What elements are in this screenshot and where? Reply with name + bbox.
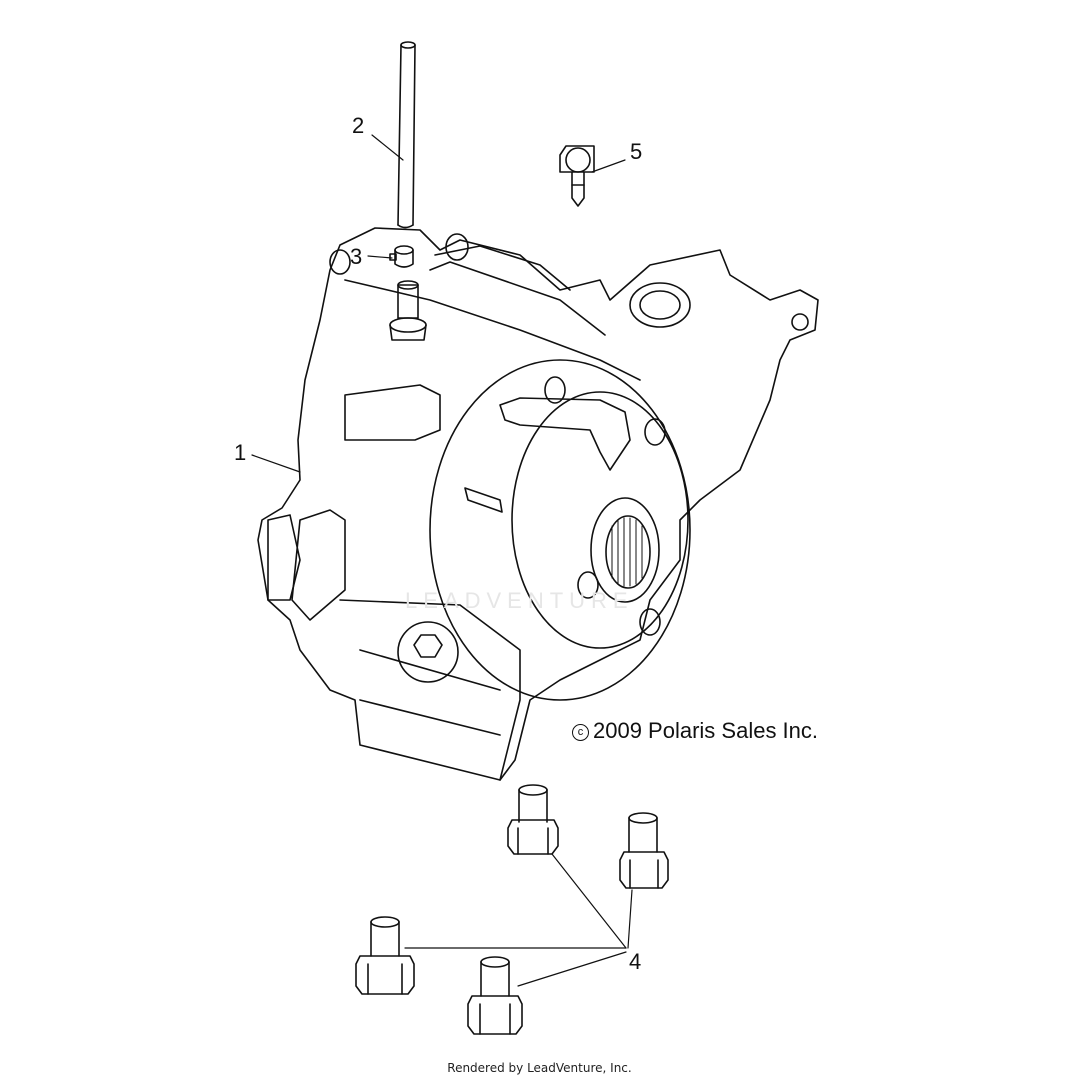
fitting-part-5 <box>559 145 595 207</box>
leader-1 <box>251 454 301 473</box>
footer-credit: Rendered by LeadVenture, Inc. <box>447 1061 632 1075</box>
leader-4a <box>551 853 627 949</box>
copyright-text: 2009 Polaris Sales Inc. <box>593 718 819 743</box>
callout-3: 3 <box>350 244 363 269</box>
leader-5 <box>591 159 626 173</box>
watermark-text: LEADVENTURE <box>405 588 634 613</box>
leader-4d <box>517 951 627 987</box>
leader-2 <box>371 134 404 161</box>
vent-tube-part-2 <box>397 41 416 229</box>
callout-2: 2 <box>352 113 365 138</box>
callout-1: 1 <box>234 440 247 465</box>
callout-5: 5 <box>630 139 643 164</box>
leader-3 <box>367 255 393 259</box>
copyright-symbol: c <box>572 724 589 741</box>
bolt-4b <box>619 812 669 889</box>
clamp-part-3 <box>389 245 414 268</box>
bolt-4a <box>507 784 559 855</box>
leader-lines <box>251 134 633 987</box>
leader-4b <box>627 889 633 949</box>
gearcase-housing-part-1 <box>257 227 819 781</box>
bolt-4c <box>355 916 415 995</box>
bolt-4d <box>467 956 523 1035</box>
callout-4: 4 <box>629 949 642 974</box>
